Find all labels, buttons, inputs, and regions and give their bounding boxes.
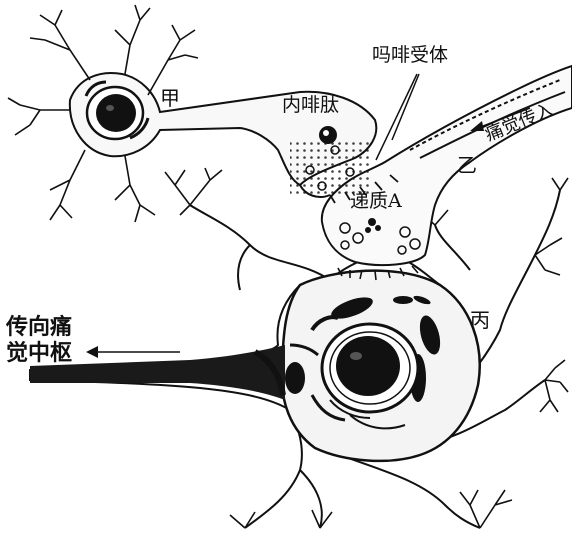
enkephalin-granule xyxy=(319,126,337,144)
neuron-c-nucleus xyxy=(322,324,418,412)
neuron-a-label: 甲 xyxy=(160,88,180,108)
to-center-label-line1: 传向痛 xyxy=(6,316,72,338)
neuron-b-label: 乙 xyxy=(457,155,477,175)
neuron-c-label: 丙 xyxy=(470,310,490,330)
to-center-label-line2: 觉中枢 xyxy=(6,342,72,364)
substance-p-label: 递质A xyxy=(350,192,402,211)
neuron-c-body xyxy=(30,190,560,528)
to-center-arrow xyxy=(86,346,180,358)
morphine-receptor-label: 吗啡受体 xyxy=(372,46,448,65)
enkephalin-label: 内啡肽 xyxy=(282,96,339,115)
